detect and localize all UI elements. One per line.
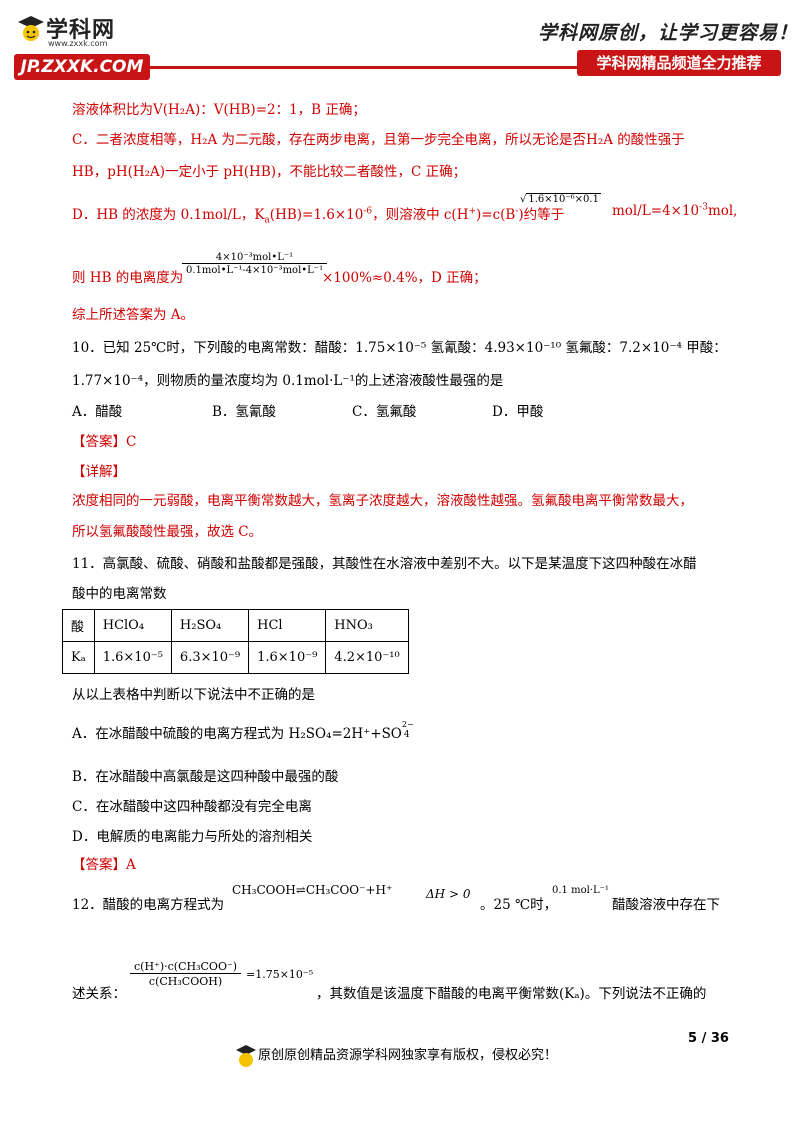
option-d: D．电解质的电离能力与所处的溶剂相关 xyxy=(72,829,313,845)
question-11-cont: 酸中的电离常数 xyxy=(72,586,167,602)
table-row: 酸 HClO₄ H₂SO₄ HCl HNO₃ xyxy=(62,609,409,642)
detail-label: 【详解】 xyxy=(72,464,126,480)
text-line: 则 HB 的电离度为 xyxy=(72,270,184,286)
table-cell: HClO₄ xyxy=(93,609,172,642)
slogan: 学科网原创，让学习更容易！ xyxy=(538,22,799,44)
recommend-banner: 学科网精品频道全力推荐 xyxy=(577,50,781,76)
question-12: 12．醋酸的电离方程式为 xyxy=(72,897,225,913)
table-cell: 酸 xyxy=(62,609,95,642)
text-line: 溶液体积比为V(H₂A)：V(HB)=2：1，B 正确； xyxy=(72,102,366,118)
text-line: C．二者浓度相等，H₂A 为二元酸，存在两步电离，且第一步完全电离，所以无论是否… xyxy=(72,132,685,148)
table-cell: H₂SO₄ xyxy=(170,609,250,642)
text-line: 。25 ℃时， xyxy=(480,897,558,913)
table-cell: 4.2×10⁻¹⁰ xyxy=(325,641,409,674)
fraction-ionization-degree: 4×10⁻³mol•L⁻¹ 0.1mol•L⁻¹-4×10⁻³mol•L⁻¹ xyxy=(182,252,328,276)
ka-value: =1.75×10⁻⁵ xyxy=(246,968,314,981)
text-line: mol/L=4×10-3mol, xyxy=(612,202,738,219)
text-line: 醋酸溶液中存在下 xyxy=(612,897,720,913)
ionization-constant-table: 酸 HClO₄ H₂SO₄ HCl HNO₃ Kₐ 1.6×10⁻⁵ 6.3×1… xyxy=(62,609,409,674)
explanation: 所以氢氟酸酸性最强，故选 C。 xyxy=(72,524,263,540)
fraction-ka: c(H⁺)·c(CH₃COO⁻) c(CH₃COOH) xyxy=(130,960,242,988)
table-cell: Kₐ xyxy=(62,641,95,674)
text-line: ×100%≈0.4%，D 正确； xyxy=(322,270,487,286)
answer: 【答案】C xyxy=(72,434,137,450)
text-line: ，其数值是该温度下醋酸的电离平衡常数(Kₐ)。下列说法不正确的 xyxy=(316,986,707,1002)
question-11: 11．高氯酸、硫酸、硝酸和盐酸都是强酸，其酸性在水溶液中差别不大。以下是某温度下… xyxy=(72,556,697,572)
text-line: 述关系： xyxy=(72,986,126,1002)
copyright-notice: 原创原创精品资源学科网独家享有版权，侵权必究！ xyxy=(258,1048,558,1063)
page-number: 5 / 36 xyxy=(688,1031,729,1046)
footer-logo-icon xyxy=(236,1045,256,1067)
header-divider xyxy=(150,66,577,69)
table-cell: HNO₃ xyxy=(325,609,409,642)
graduation-cap-logo-icon xyxy=(18,16,44,41)
option-b: B．氢氰酸 xyxy=(212,404,276,420)
table-cell: HCl xyxy=(248,609,327,642)
text-line: 综上所述答案为 A。 xyxy=(72,307,195,323)
sqrt-expression: √1.6×10⁻⁶×0.1 xyxy=(520,193,601,205)
table-cell: 6.3×10⁻⁹ xyxy=(170,641,250,674)
option-d: D．甲酸 xyxy=(492,404,544,420)
logo-url: www.zxxk.com xyxy=(48,39,108,48)
table-row: Kₐ 1.6×10⁻⁵ 6.3×10⁻⁹ 1.6×10⁻⁹ 4.2×10⁻¹⁰ xyxy=(62,641,409,674)
option-c: C．氢氟酸 xyxy=(352,404,417,420)
explanation: 浓度相同的一元弱酸，电离平衡常数越大，氢离子浓度越大，溶液酸性越强。氢氟酸电离平… xyxy=(72,493,693,509)
table-cell: 1.6×10⁻⁹ xyxy=(248,641,327,674)
ionization-equation: CH₃COOH⇌CH₃COO⁻+H⁺ xyxy=(232,883,393,897)
jp-link-banner[interactable]: JP.ZXXK.COM xyxy=(14,54,150,80)
question-11-prompt: 从以上表格中判断以下说法中不正确的是 xyxy=(72,687,315,703)
text-line: D．HB 的浓度为 0.1mol/L，Ka(HB)=1.6×10-6，则溶液中 … xyxy=(72,206,565,226)
table-cell: 1.6×10⁻⁵ xyxy=(93,641,172,674)
text-line: HB，pH(H₂A)一定小于 pH(HB)，不能比较二者酸性，C 正确； xyxy=(72,164,467,180)
enthalpy: ΔH > 0 xyxy=(426,887,471,901)
option-c: C．在冰醋酸中这四种酸都没有完全电离 xyxy=(72,799,312,815)
option-a: A．醋酸 xyxy=(72,404,123,420)
question-10: 10．已知 25℃时，下列酸的电离常数：醋酸：1.75×10⁻⁵ 氢氰酸：4.9… xyxy=(72,340,727,356)
concentration: 0.1 mol·L⁻¹ xyxy=(552,885,609,896)
logo-text: 学科网 xyxy=(46,18,116,43)
option-b: B．在冰醋酸中高氯酸是这四种酸中最强的酸 xyxy=(72,769,339,785)
question-10-cont: 1.77×10⁻⁴，则物质的量浓度均为 0.1mol·L⁻¹的上述溶液酸性最强的… xyxy=(72,373,504,389)
answer: 【答案】A xyxy=(72,857,136,873)
